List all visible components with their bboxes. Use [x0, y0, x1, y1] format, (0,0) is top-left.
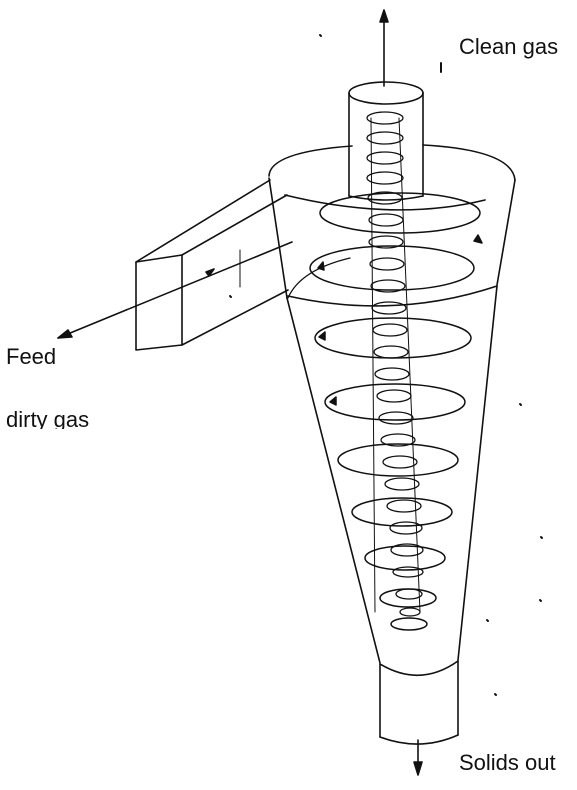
inner-vortex — [367, 112, 423, 616]
scan-specks — [230, 35, 542, 695]
feed-label: Feed — [6, 344, 56, 370]
solids-out-label: Solids out — [459, 750, 556, 776]
clean-gas-arrow — [380, 10, 388, 86]
clean-gas-label: Clean gas — [459, 34, 558, 60]
dust-outlet-pipe — [380, 661, 458, 775]
inlet-duct — [136, 180, 288, 350]
dirty-gas-label: dirty gas — [6, 407, 89, 429]
outlet-pipe — [349, 82, 423, 200]
